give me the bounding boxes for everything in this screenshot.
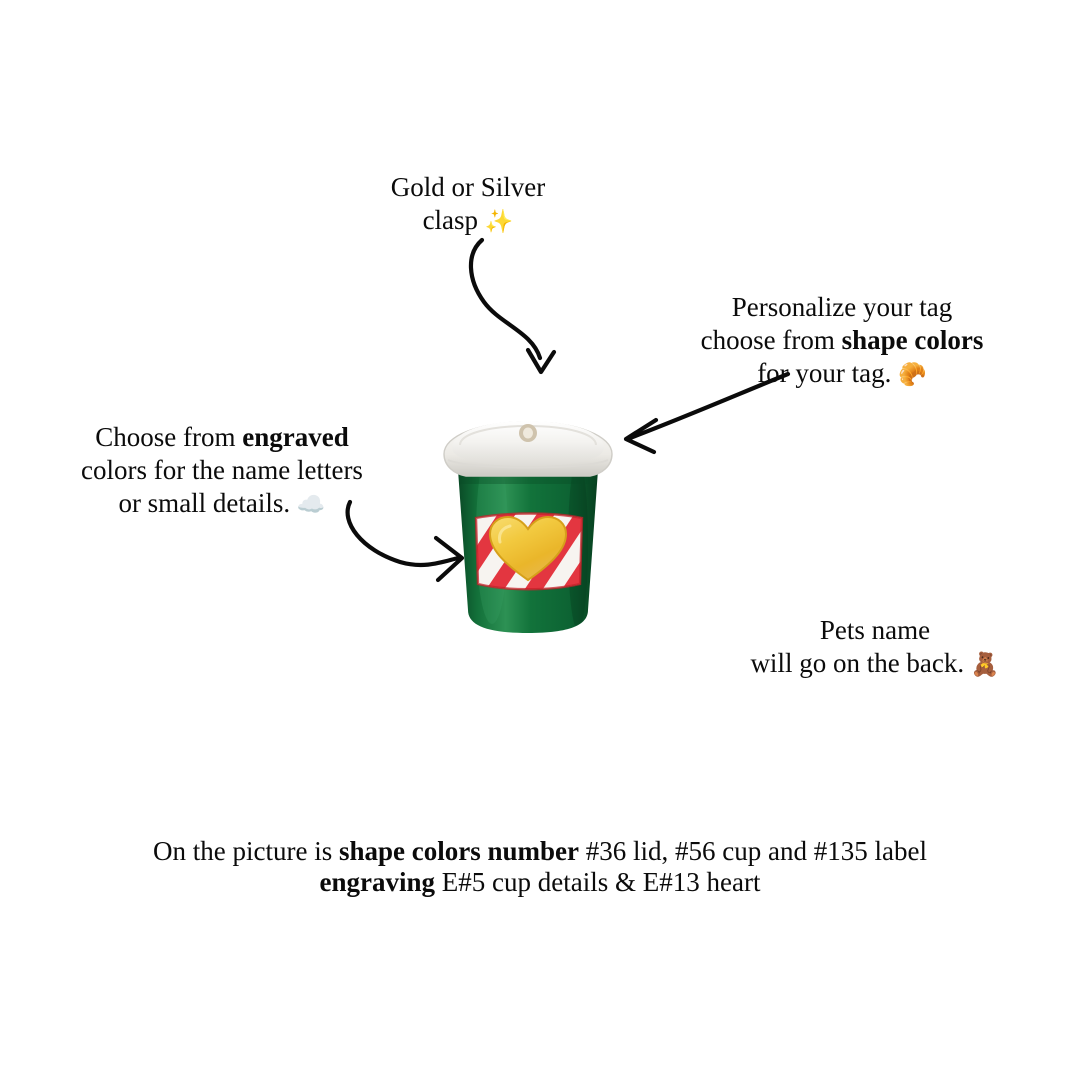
caption-line2: engraving E#5 cup details & E#13 heart <box>0 867 1080 898</box>
annotation-shape-line3-text: for your tag. <box>757 358 899 388</box>
annotation-shape-colors: Personalize your tag choose from shape c… <box>664 291 1020 392</box>
annotation-clasp-line2: clasp ✨ <box>318 204 618 239</box>
annotation-shape-line2-bold: shape colors <box>841 325 984 355</box>
annotation-engraved-line1-prefix: Choose from <box>95 422 243 452</box>
annotation-clasp-line2-text: clasp <box>422 205 485 235</box>
annotation-engraved-line2: colors for the name letters <box>81 455 363 485</box>
croissant-emoji: 🥐 <box>898 362 927 388</box>
annotation-clasp-line1: Gold or Silver <box>390 172 546 202</box>
annotation-pets-line2: will go on the back. 🧸 <box>716 647 1034 682</box>
annotation-shape-line3: for your tag. 🥐 <box>664 357 1020 392</box>
gold-heart-engraving <box>488 515 568 582</box>
caption-line2-suffix: E#5 cup details & E#13 heart <box>435 867 761 897</box>
teddy-bear-emoji: 🧸 <box>970 652 1000 678</box>
annotation-shape-line2: choose from shape colors <box>664 324 1020 357</box>
annotation-engraved-line3-text: or small details. <box>118 488 297 518</box>
caption-line1-bold: shape colors number <box>339 836 580 866</box>
annotation-clasp: Gold or Silver clasp ✨ <box>318 171 618 239</box>
annotation-engraved-line1-bold: engraved <box>242 422 349 452</box>
annotation-engraved-line3: or small details. ☁️ <box>48 487 396 522</box>
annotation-pets-name: Pets name will go on the back. 🧸 <box>716 614 1034 682</box>
caption-line1: On the picture is shape colors number #3… <box>153 836 927 866</box>
caption-line1-prefix: On the picture is <box>153 836 339 866</box>
annotation-engraved-line1: Choose from engraved <box>48 421 396 454</box>
annotation-shape-line1: Personalize your tag <box>731 292 953 322</box>
annotation-pets-line1: Pets name <box>819 615 931 645</box>
caption-line2-bold: engraving <box>319 867 436 897</box>
annotation-engraved-colors: Choose from engraved colors for the name… <box>48 421 396 522</box>
annotation-shape-line2-prefix: choose from <box>700 325 842 355</box>
caption-line1-suffix: #36 lid, #56 cup and #135 label <box>579 836 927 866</box>
sparkles-emoji: ✨ <box>484 209 514 235</box>
coffee-cup-charm-photo <box>443 421 613 633</box>
curved-down-arrow-clasp <box>468 237 557 375</box>
caption: On the picture is shape colors number #3… <box>0 836 1080 898</box>
annotation-pets-line2-text: will go on the back. <box>750 648 971 678</box>
cloud-emoji: ☁️ <box>296 492 326 518</box>
cup-lid <box>443 421 613 477</box>
